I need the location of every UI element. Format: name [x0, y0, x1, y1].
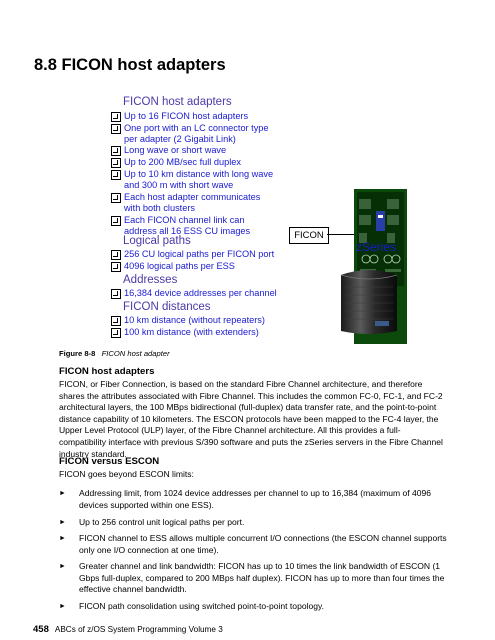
- figure-item: Up to 200 MB/sec full duplex: [124, 157, 241, 167]
- bullet-text: FICON channel to ESS allows multiple con…: [79, 533, 447, 555]
- heading-ficon-vs-escon: FICON versus ESCON: [59, 456, 160, 467]
- bullet-item: ► Addressing limit, from 1024 device add…: [59, 488, 449, 512]
- figure-item: 16,384 device addresses per channel: [124, 288, 277, 298]
- zseries-label: zSeries: [356, 240, 397, 254]
- heading-host-adapters: FICON host adapters: [59, 366, 155, 377]
- figure-slide: FICON host adapters Up to 16 FICON host …: [95, 87, 407, 344]
- checkbox-icon: [111, 250, 121, 260]
- bullet-item: ► Up to 256 control unit logical paths p…: [59, 517, 449, 529]
- checkbox-icon: [111, 316, 121, 326]
- bullet-text: Up to 256 control unit logical paths per…: [79, 517, 245, 527]
- bullet-item: ► FICON channel to ESS allows multiple c…: [59, 533, 449, 557]
- checkbox-icon: [111, 216, 121, 226]
- figure-caption: Figure 8-8 FICON host adapter: [59, 349, 170, 358]
- ficon-link-label: FICON: [289, 227, 329, 244]
- caption-text: FICON host adapter: [101, 349, 170, 358]
- paragraph-host-adapters: FICON, or Fiber Connection, is based on …: [59, 379, 443, 459]
- figure-item: Each FICON channel link can address all …: [124, 215, 251, 236]
- bullet-arrow-icon: ►: [59, 603, 66, 610]
- bullet-arrow-icon: ►: [59, 563, 66, 570]
- bullet-text: Greater channel and link bandwidth: FICO…: [79, 561, 445, 595]
- page-number: 458: [33, 624, 49, 635]
- figure-item: One port with an LC connector type per a…: [124, 123, 269, 144]
- caption-number: Figure 8-8: [59, 349, 96, 358]
- checkbox-icon: [111, 158, 121, 168]
- figure-heading-host-adapters: FICON host adapters: [123, 96, 232, 108]
- bullet-item: ► FICON path consolidation using switche…: [59, 601, 449, 613]
- figure-item: Up to 16 FICON host adapters: [124, 111, 249, 121]
- paragraph-intro: FICON goes beyond ESCON limits:: [59, 469, 194, 479]
- checkbox-icon: [111, 112, 121, 122]
- figure-item: 100 km distance (with extenders): [124, 327, 259, 337]
- checkbox-icon: [111, 262, 121, 272]
- checkbox-icon: [111, 124, 121, 134]
- figure-item: Long wave or short wave: [124, 145, 227, 155]
- figure-item: 4096 logical paths per ESS: [124, 261, 235, 271]
- mainframe-icon: [340, 270, 398, 334]
- figure-item: 10 km distance (without repeaters): [124, 315, 265, 325]
- figure-item: Up to 10 km distance with long wave and …: [124, 169, 274, 190]
- bullet-text: FICON path consolidation using switched …: [79, 601, 324, 611]
- page-footer: 458 ABCs of z/OS System Programming Volum…: [33, 624, 223, 635]
- checkbox-icon: [111, 193, 121, 203]
- mainframe-cabinet-image: [335, 265, 403, 342]
- checkbox-icon: [111, 289, 121, 299]
- bullet-arrow-icon: ►: [59, 519, 66, 526]
- bullet-arrow-icon: ►: [59, 490, 66, 497]
- ficon-link-line: [327, 234, 355, 235]
- book-title: ABCs of z/OS System Programming Volume 3: [54, 625, 223, 634]
- bullet-item: ► Greater channel and link bandwidth: FI…: [59, 561, 449, 597]
- figure-heading-logical-paths: Logical paths: [123, 235, 191, 247]
- bullet-arrow-icon: ►: [59, 535, 66, 542]
- figure-item: 256 CU logical paths per FICON port: [124, 249, 275, 259]
- checkbox-icon: [111, 146, 121, 156]
- figure-item: Each host adapter communicates with both…: [124, 192, 261, 213]
- figure-heading-addresses: Addresses: [123, 274, 178, 286]
- checkbox-icon: [111, 170, 121, 180]
- section-title: 8.8 FICON host adapters: [34, 56, 226, 74]
- checkbox-icon: [111, 328, 121, 338]
- figure-heading-distances: FICON distances: [123, 301, 211, 313]
- bullet-text: Addressing limit, from 1024 device addre…: [79, 488, 432, 510]
